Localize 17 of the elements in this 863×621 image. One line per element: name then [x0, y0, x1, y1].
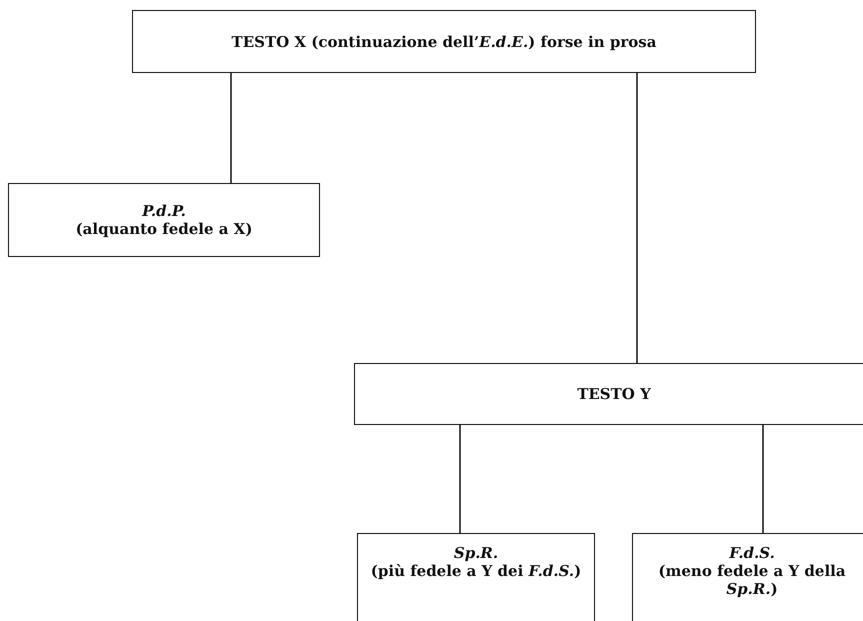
text-box [132, 10, 756, 73]
box-text: TESTO X (continuazione dell’E.d.E.) forse in prosa [232, 32, 656, 50]
connector-line [762, 425, 764, 533]
box-title: F.d.S. [729, 544, 775, 562]
text-box [354, 363, 863, 425]
connector-line [230, 73, 232, 183]
text-box [357, 533, 595, 621]
box-text: (meno fedele a Y della Sp.R.) [657, 562, 847, 598]
connector-line [459, 425, 461, 533]
text-box [8, 183, 320, 257]
box-title: P.d.P. [142, 202, 186, 220]
box-text: (più fedele a Y dei F.d.S.) [370, 562, 582, 580]
box-text: (alquanto fedele a X) [76, 220, 252, 238]
box-title: Sp.R. [454, 544, 498, 562]
box-text: TESTO Y [577, 385, 651, 403]
connector-line [636, 73, 638, 363]
text-box [632, 533, 863, 621]
